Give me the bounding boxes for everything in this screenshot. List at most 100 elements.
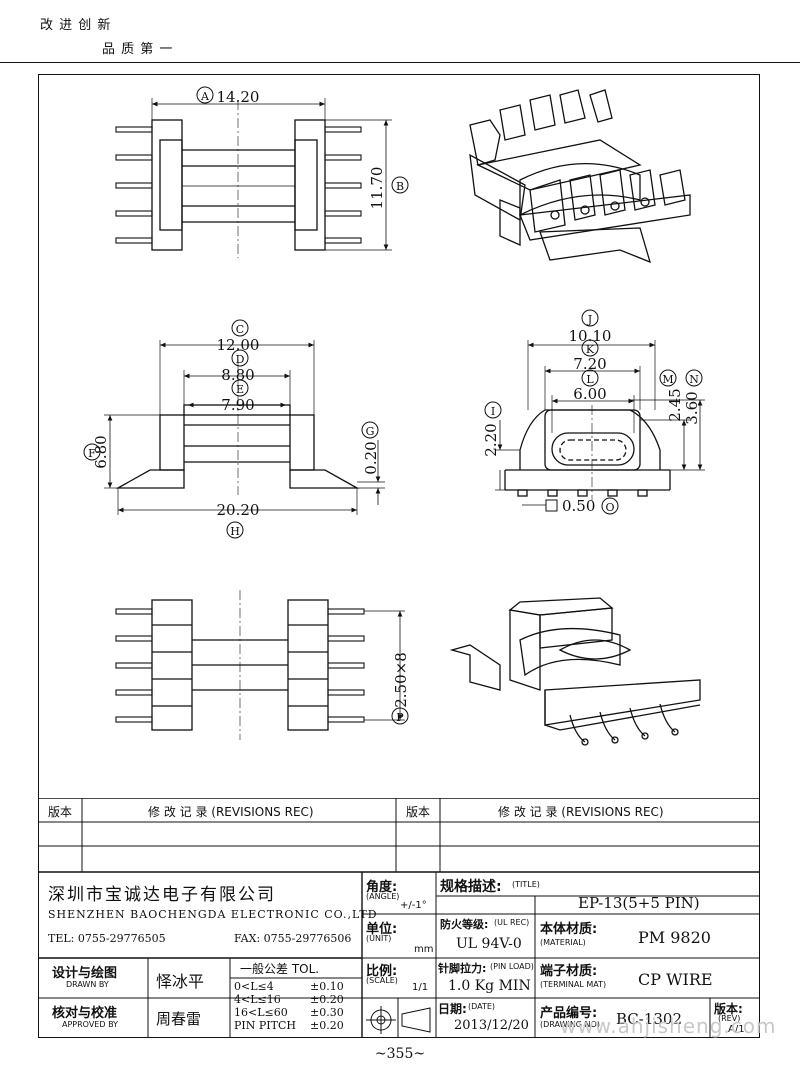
side-view <box>495 340 705 512</box>
drawing-no-label: 产品编号: <box>540 1006 598 1021</box>
dim-balloon-l: L <box>586 373 594 386</box>
rev-header-left: 修 改 记 录 (REVISIONS REC) <box>148 805 314 819</box>
dim-balloon-k: K <box>586 343 595 356</box>
dimension-labels: A 14.20 B 11.70 C 12.00 D 8.80 E 7.90 F … <box>83 86 703 725</box>
dim-e-value: 7.90 <box>221 396 254 414</box>
projection-symbol <box>366 1006 431 1034</box>
tolerance-range: 4<L≤16 <box>234 993 281 1006</box>
dim-h-value: 20.20 <box>217 501 260 519</box>
rev-header-right: 修 改 记 录 (REVISIONS REC) <box>498 805 664 819</box>
front-view <box>104 340 385 515</box>
page-number: ~355~ <box>374 1046 426 1062</box>
flame-label-en: (UL REC) <box>494 918 530 927</box>
pinload-label-en: (PIN LOAD) <box>490 962 534 971</box>
date-value: 2013/12/20 <box>454 1018 529 1033</box>
dim-balloon-d: D <box>236 353 245 366</box>
dim-m-value: 2.45 <box>666 388 684 421</box>
angle-label: 角度: <box>366 880 398 895</box>
dim-balloon-b: B <box>396 180 404 193</box>
isometric-top-view <box>469 89 691 264</box>
dim-balloon-n: N <box>689 373 699 386</box>
slogan-line-2: 品 质 第 一 <box>102 42 174 57</box>
dim-o-value: 0.50 <box>562 497 595 515</box>
drawing-no-label-en: (DRAWING NO) <box>540 1020 600 1029</box>
tolerance-value: ±0.20 <box>310 993 344 1006</box>
dim-l-value: 6.00 <box>573 385 606 403</box>
dim-balloon-h: H <box>230 525 240 538</box>
dim-balloon-g: G <box>366 425 375 438</box>
tolerance-range: PIN PITCH <box>234 1019 296 1032</box>
title-value: EP-13(5+5 PIN) <box>578 894 700 912</box>
rev-label-right: 版本 <box>406 805 431 819</box>
dim-g-value: 0.20 <box>362 441 380 474</box>
title-block: 版本 修 改 记 录 (REVISIONS REC) 版本 修 改 记 录 (R… <box>38 798 760 1038</box>
dim-i-value: 2.20 <box>482 423 500 456</box>
tolerance-value: ±0.30 <box>310 1006 344 1019</box>
dim-c-value: 12.00 <box>217 336 260 354</box>
date-label: 日期: <box>438 1002 467 1016</box>
tolerance-range: 0<L≤4 <box>234 980 274 993</box>
rev-label: 版本: <box>714 1002 743 1016</box>
dim-b-value: 11.70 <box>368 167 386 210</box>
terminal-value: CP WIRE <box>638 970 713 989</box>
dim-balloon-i: I <box>491 405 495 418</box>
drawing-no-value: BC-1302 <box>616 1010 683 1028</box>
material-label-en: (MATERIAL) <box>540 938 586 947</box>
dim-a-value: 14.20 <box>217 88 260 106</box>
dim-balloon-a: A <box>200 90 210 103</box>
date-label-en: (DATE) <box>468 1002 496 1011</box>
terminal-label: 端子材质: <box>540 964 598 979</box>
dim-f-value: 6.80 <box>92 435 110 468</box>
scale-label-en: (SCALE) <box>366 976 398 985</box>
angle-value: +/-1° <box>400 900 427 911</box>
dim-k-value: 7.20 <box>573 355 606 373</box>
slogan-line-1: 改 进 创 新 <box>40 18 112 33</box>
pinload-label: 针脚拉力: <box>438 962 487 975</box>
company-name-en: SHENZHEN BAOCHENGDA ELECTRONIC CO.,LTD <box>48 908 378 921</box>
flame-value: UL 94V-0 <box>456 936 522 952</box>
drawn-label-en: DRAWN BY <box>66 980 109 989</box>
unit-label: 单位: <box>366 922 398 937</box>
material-value: PM 9820 <box>638 928 711 947</box>
scale-value: 1/1 <box>412 982 429 993</box>
unit-label-en: (UNIT) <box>366 934 392 943</box>
dim-n-value: 3.60 <box>683 391 701 424</box>
title-block-grid <box>38 798 760 1038</box>
tolerance-title: 一般公差 TOL. <box>240 962 320 976</box>
bottom-view <box>115 590 405 740</box>
flame-label: 防火等级: <box>440 918 489 931</box>
angle-label-en: (ANGLE) <box>366 892 400 901</box>
company-tel: TEL: 0755-29776505 <box>48 932 166 945</box>
dim-d-value: 8.80 <box>221 366 254 384</box>
drawn-name: 怿冰平 <box>156 972 205 991</box>
drawn-label: 设计与绘图 <box>52 966 118 981</box>
rev-value: A/1 <box>728 1024 745 1035</box>
scale-label: 比例: <box>366 964 398 979</box>
drawing-sheet <box>38 74 760 1038</box>
approved-name: 周春雷 <box>156 1010 202 1028</box>
title-label: 规格描述: <box>440 879 502 895</box>
tolerance-value: ±0.10 <box>310 980 344 993</box>
top-view <box>115 98 392 258</box>
watermark: www.ahjisheng.com <box>560 1014 777 1038</box>
tolerance-range: 16<L≤60 <box>234 1006 288 1019</box>
dim-balloon-p: P <box>396 711 404 724</box>
dim-balloon-c: C <box>236 323 244 336</box>
dim-balloon-j: J <box>587 313 592 326</box>
dim-balloon-e: E <box>236 383 244 396</box>
title-label-en: (TITLE) <box>512 880 540 889</box>
dim-j-value: 10.10 <box>569 327 612 345</box>
approved-label: 核对与校准 <box>52 1006 118 1021</box>
dim-p-value: 2.50×8 <box>392 652 410 708</box>
unit-value: mm <box>414 944 434 955</box>
technical-drawing: A 14.20 B 11.70 C 12.00 D 8.80 E 7.90 F … <box>83 86 705 746</box>
tolerance-value: ±0.20 <box>310 1019 344 1032</box>
dim-balloon-f: F <box>88 447 96 460</box>
company-name-cn: 深圳市宝诚达电子有限公司 <box>48 885 276 905</box>
terminal-label-en: (TERMINAL MAT) <box>540 980 607 989</box>
rev-label-left: 版本 <box>48 805 73 819</box>
isometric-bottom-view <box>449 597 701 746</box>
pinload-value: 1.0 Kg MIN <box>448 978 531 994</box>
dim-balloon-o: O <box>605 501 614 514</box>
company-fax: FAX: 0755-29776506 <box>234 932 352 945</box>
